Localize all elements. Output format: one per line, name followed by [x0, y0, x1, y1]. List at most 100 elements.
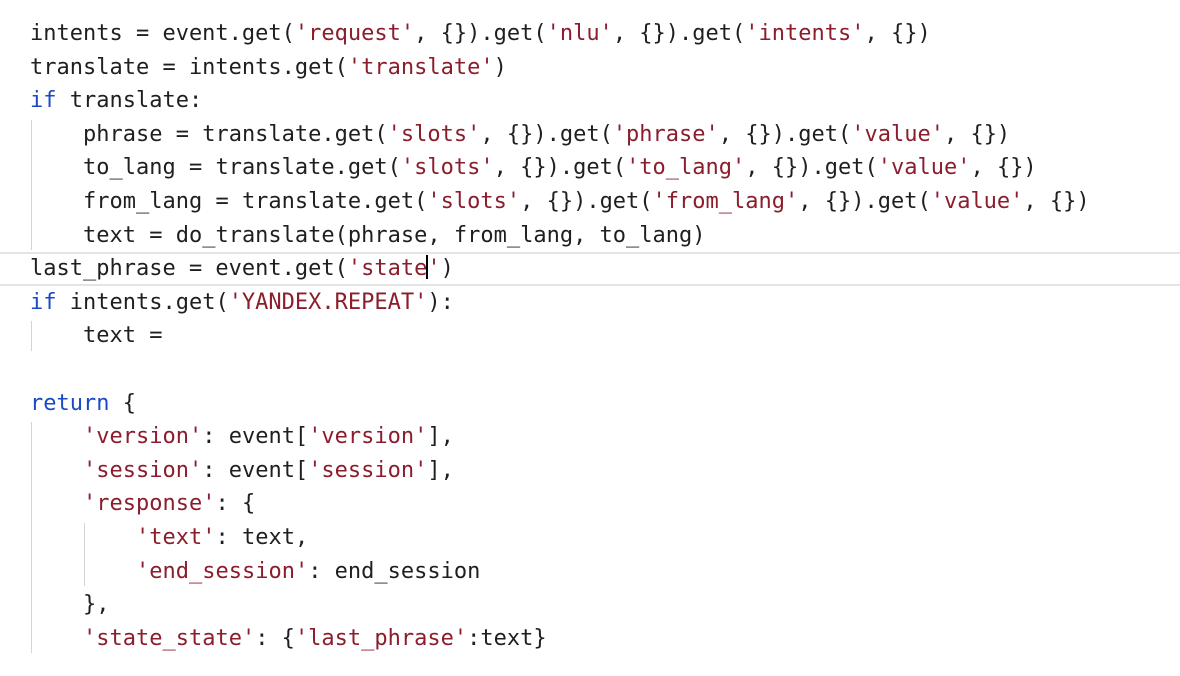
code-line-text: return {	[30, 387, 136, 421]
string-token: 'state_state'	[83, 625, 256, 651]
code-token: intents = event.get(	[30, 21, 295, 46]
string-token: 'slots'	[387, 121, 481, 147]
keyword-token: if	[30, 289, 57, 315]
code-token: )	[440, 256, 454, 282]
code-line-text: if intents.get('YANDEX.REPEAT'):	[30, 286, 454, 320]
code-line-text: },	[83, 588, 110, 622]
indent-guide	[31, 321, 32, 351]
code-line[interactable]: text = do_translate(phrase, from_lang, t…	[0, 219, 1180, 253]
code-line[interactable]: last_phrase = event.get('state')	[0, 252, 1180, 286]
code-line[interactable]: 'end_session': end_session	[0, 555, 1180, 589]
code-line-text: last_phrase = event.get('state')	[30, 254, 454, 284]
code-token: : {	[215, 491, 256, 517]
code-token: , {})	[1023, 189, 1090, 214]
string-token: 'nlu'	[546, 21, 613, 46]
indent-guide	[31, 422, 32, 654]
code-line-text: intents = event.get('request', {}).get('…	[30, 17, 931, 51]
string-token: 'response'	[83, 491, 216, 517]
string-token: 'session'	[308, 457, 428, 483]
code-line[interactable]: to_lang = translate.get('slots', {}).get…	[0, 151, 1180, 185]
string-token: 'to_lang'	[626, 155, 746, 181]
string-token: 'phrase'	[612, 121, 719, 147]
code-line[interactable]: phrase = translate.get('slots', {}).get(…	[0, 118, 1180, 152]
code-line[interactable]: translate = intents.get('translate')	[0, 51, 1180, 85]
code-line[interactable]: return {	[0, 387, 1180, 421]
string-token: 'from_lang'	[652, 189, 799, 214]
code-line[interactable]: 'state_state': {'last_phrase':text}	[0, 622, 1180, 656]
string-token: 'version'	[308, 424, 428, 450]
code-token: text = do_translate(phrase, from_lang, t…	[83, 222, 706, 248]
code-token: , {}).get(	[480, 121, 613, 147]
string-token: 'YANDEX.REPEAT'	[228, 289, 428, 315]
string-token: 'slots'	[400, 155, 494, 181]
keyword-token: return	[30, 390, 110, 416]
code-token: , {}).get(	[493, 155, 627, 181]
string-token: '	[427, 256, 441, 282]
code-token: , {}).get(	[612, 21, 746, 46]
string-token: 'intents'	[745, 21, 865, 46]
indent-guide	[84, 523, 85, 587]
string-token: 'text'	[136, 525, 216, 550]
code-token: , {}).get(	[520, 189, 653, 214]
code-token: },	[83, 592, 110, 618]
code-token: phrase = translate.get(	[83, 121, 388, 147]
code-token: , {}).get(	[745, 155, 878, 181]
text-cursor	[426, 255, 429, 280]
code-line[interactable]: 'response': {	[0, 487, 1180, 521]
code-line[interactable]: 'session': event['session'],	[0, 454, 1180, 488]
code-token: ],	[427, 457, 454, 483]
string-token: 'request'	[294, 21, 415, 46]
code-token: )	[493, 54, 507, 80]
string-token: 'value'	[930, 189, 1024, 214]
code-line-text: 'state_state': {'last_phrase':text}	[83, 622, 547, 656]
code-line[interactable]: if intents.get('YANDEX.REPEAT'):	[0, 286, 1180, 320]
code-token: ):	[427, 289, 454, 315]
code-line[interactable]: if translate:	[0, 84, 1180, 118]
code-line-text: if translate:	[30, 84, 202, 118]
string-token: 'last_phrase'	[294, 625, 468, 651]
code-line[interactable]: 'text': text,	[0, 521, 1180, 555]
code-token: last_phrase = event.get(	[30, 256, 348, 282]
code-token: translate = intents.get(	[30, 54, 348, 80]
code-line[interactable]: text =	[0, 319, 1180, 353]
code-token: :text}	[467, 625, 547, 651]
code-line-text: 'text': text,	[136, 521, 308, 555]
code-token: to_lang = translate.get(	[83, 155, 401, 181]
code-line[interactable]: from_lang = translate.get('slots', {}).g…	[0, 185, 1180, 219]
string-token: 'value'	[877, 155, 971, 181]
code-token: , {}).get(	[718, 121, 852, 147]
code-line-text: 'end_session': end_session	[136, 555, 480, 589]
code-line-text: 'version': event['version'],	[83, 420, 454, 454]
code-token: , {})	[864, 21, 931, 46]
code-token: text =	[83, 323, 163, 349]
string-token: 'version'	[83, 424, 203, 450]
string-token: 'state	[347, 256, 428, 282]
code-token: , {}).get(	[414, 21, 547, 46]
code-token: , {})	[970, 155, 1037, 181]
code-line-text: text = do_translate(phrase, from_lang, t…	[83, 219, 706, 253]
indent-guide	[31, 119, 32, 251]
code-line[interactable]: },	[0, 588, 1180, 622]
string-token: 'value'	[851, 121, 944, 147]
code-token: intents.get(	[56, 289, 229, 315]
code-line-text: to_lang = translate.get('slots', {}).get…	[83, 151, 1037, 185]
code-line[interactable]: 'version': event['version'],	[0, 420, 1180, 454]
code-line-text: translate = intents.get('translate')	[30, 51, 507, 85]
string-token: 'session'	[83, 457, 203, 483]
string-token: 'translate'	[347, 54, 494, 80]
code-line[interactable]	[0, 353, 1180, 387]
code-token: : event[	[202, 457, 309, 483]
string-token: 'slots'	[427, 189, 521, 214]
code-token: ],	[427, 424, 454, 450]
code-token: from_lang = translate.get(	[83, 189, 428, 214]
code-token: , {}).get(	[798, 189, 931, 214]
string-token: 'end_session'	[136, 558, 309, 584]
code-line[interactable]: intents = event.get('request', {}).get('…	[0, 17, 1180, 51]
code-token: translate:	[56, 88, 203, 114]
keyword-token: if	[30, 88, 57, 114]
code-line-text: from_lang = translate.get('slots', {}).g…	[83, 185, 1090, 219]
code-line-text: 'session': event['session'],	[83, 454, 454, 488]
code-token: : text,	[215, 525, 309, 550]
code-line-text: 'response': {	[83, 487, 255, 521]
